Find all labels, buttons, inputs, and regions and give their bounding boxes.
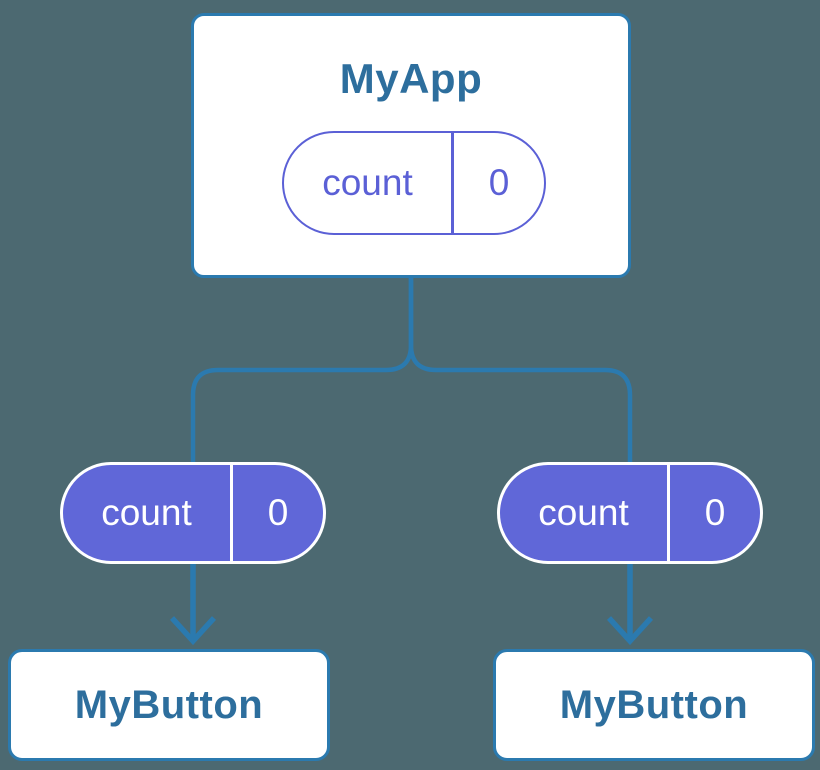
node-myapp-title: MyApp xyxy=(339,55,483,102)
node-mybutton-right-title: MyButton xyxy=(559,682,749,727)
arrow-right-head-icon xyxy=(606,616,654,646)
connector-left-branch xyxy=(190,276,414,466)
state-pill-value: 0 xyxy=(488,162,510,203)
state-pill-name: count xyxy=(322,162,413,203)
state-pill: count 0 xyxy=(282,131,546,235)
node-mybutton-left: MyButton xyxy=(8,649,330,761)
prop-pill-right-divider xyxy=(667,465,670,561)
node-myapp: MyApp count 0 xyxy=(191,13,631,278)
prop-pill-right-value: 0 xyxy=(704,492,726,533)
node-mybutton-left-title: MyButton xyxy=(74,682,264,727)
prop-pill-right: count 0 xyxy=(497,462,763,564)
prop-pill-right-name: count xyxy=(538,492,629,533)
connector-right-branch xyxy=(408,276,633,466)
prop-pill-left-value: 0 xyxy=(267,492,289,533)
state-pill-divider xyxy=(451,133,454,233)
node-mybutton-right: MyButton xyxy=(493,649,815,761)
arrow-left-head-icon xyxy=(169,616,217,646)
prop-pill-left-name: count xyxy=(101,492,192,533)
prop-pill-left-divider xyxy=(230,465,233,561)
prop-pill-left: count 0 xyxy=(60,462,326,564)
